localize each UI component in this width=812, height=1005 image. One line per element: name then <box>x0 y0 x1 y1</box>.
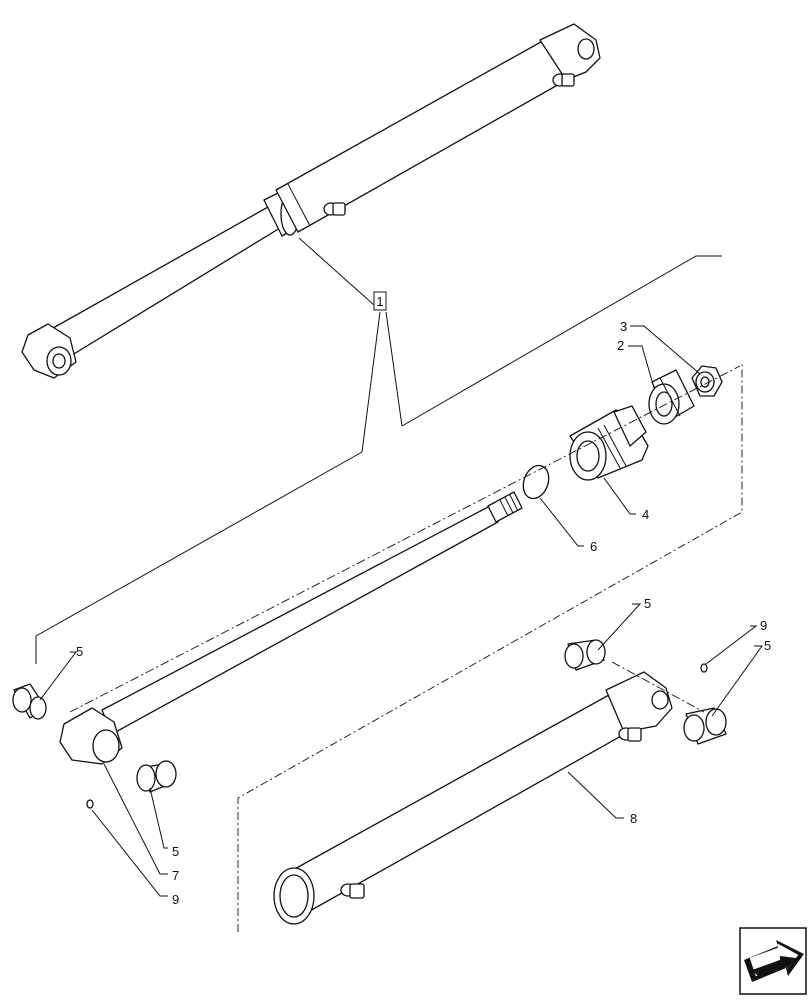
packing-gland <box>648 369 695 425</box>
centerline-right <box>611 661 705 713</box>
callout-label-5a: 5 <box>76 644 83 659</box>
o-ring <box>522 464 550 500</box>
callout-label-6: 6 <box>590 539 597 554</box>
callout-label-4: 4 <box>642 507 649 522</box>
centerline-top <box>69 365 741 713</box>
barrel-part <box>273 671 673 925</box>
callout-label-3: 3 <box>620 319 627 334</box>
callout-assembly: 1 <box>35 237 722 664</box>
callout-label-5c: 5 <box>644 596 651 611</box>
piston <box>569 405 649 481</box>
callout-label-2: 2 <box>617 338 624 353</box>
assembled-cylinder <box>21 23 601 379</box>
callout-label-1: 1 <box>376 294 383 309</box>
callouts: 3 2 4 6 5 5 7 9 5 9 5 8 <box>39 319 771 907</box>
callout-label-9b: 9 <box>760 618 767 633</box>
bushing-left-bottom <box>136 760 177 793</box>
rod-part <box>59 491 523 765</box>
callout-label-5d: 5 <box>764 638 771 653</box>
grease-fitting-right <box>700 663 708 673</box>
callout-label-5b: 5 <box>172 844 179 859</box>
callout-label-7: 7 <box>172 868 179 883</box>
phantom-outline <box>237 364 743 932</box>
grease-fitting-left <box>86 799 94 809</box>
next-page-arrow-icon[interactable] <box>739 927 807 995</box>
bushing-left-top <box>12 683 47 720</box>
callout-label-8: 8 <box>630 811 637 826</box>
callout-label-9a: 9 <box>172 892 179 907</box>
bushing-right-top <box>564 639 606 671</box>
bushing-right-bottom <box>683 707 727 745</box>
